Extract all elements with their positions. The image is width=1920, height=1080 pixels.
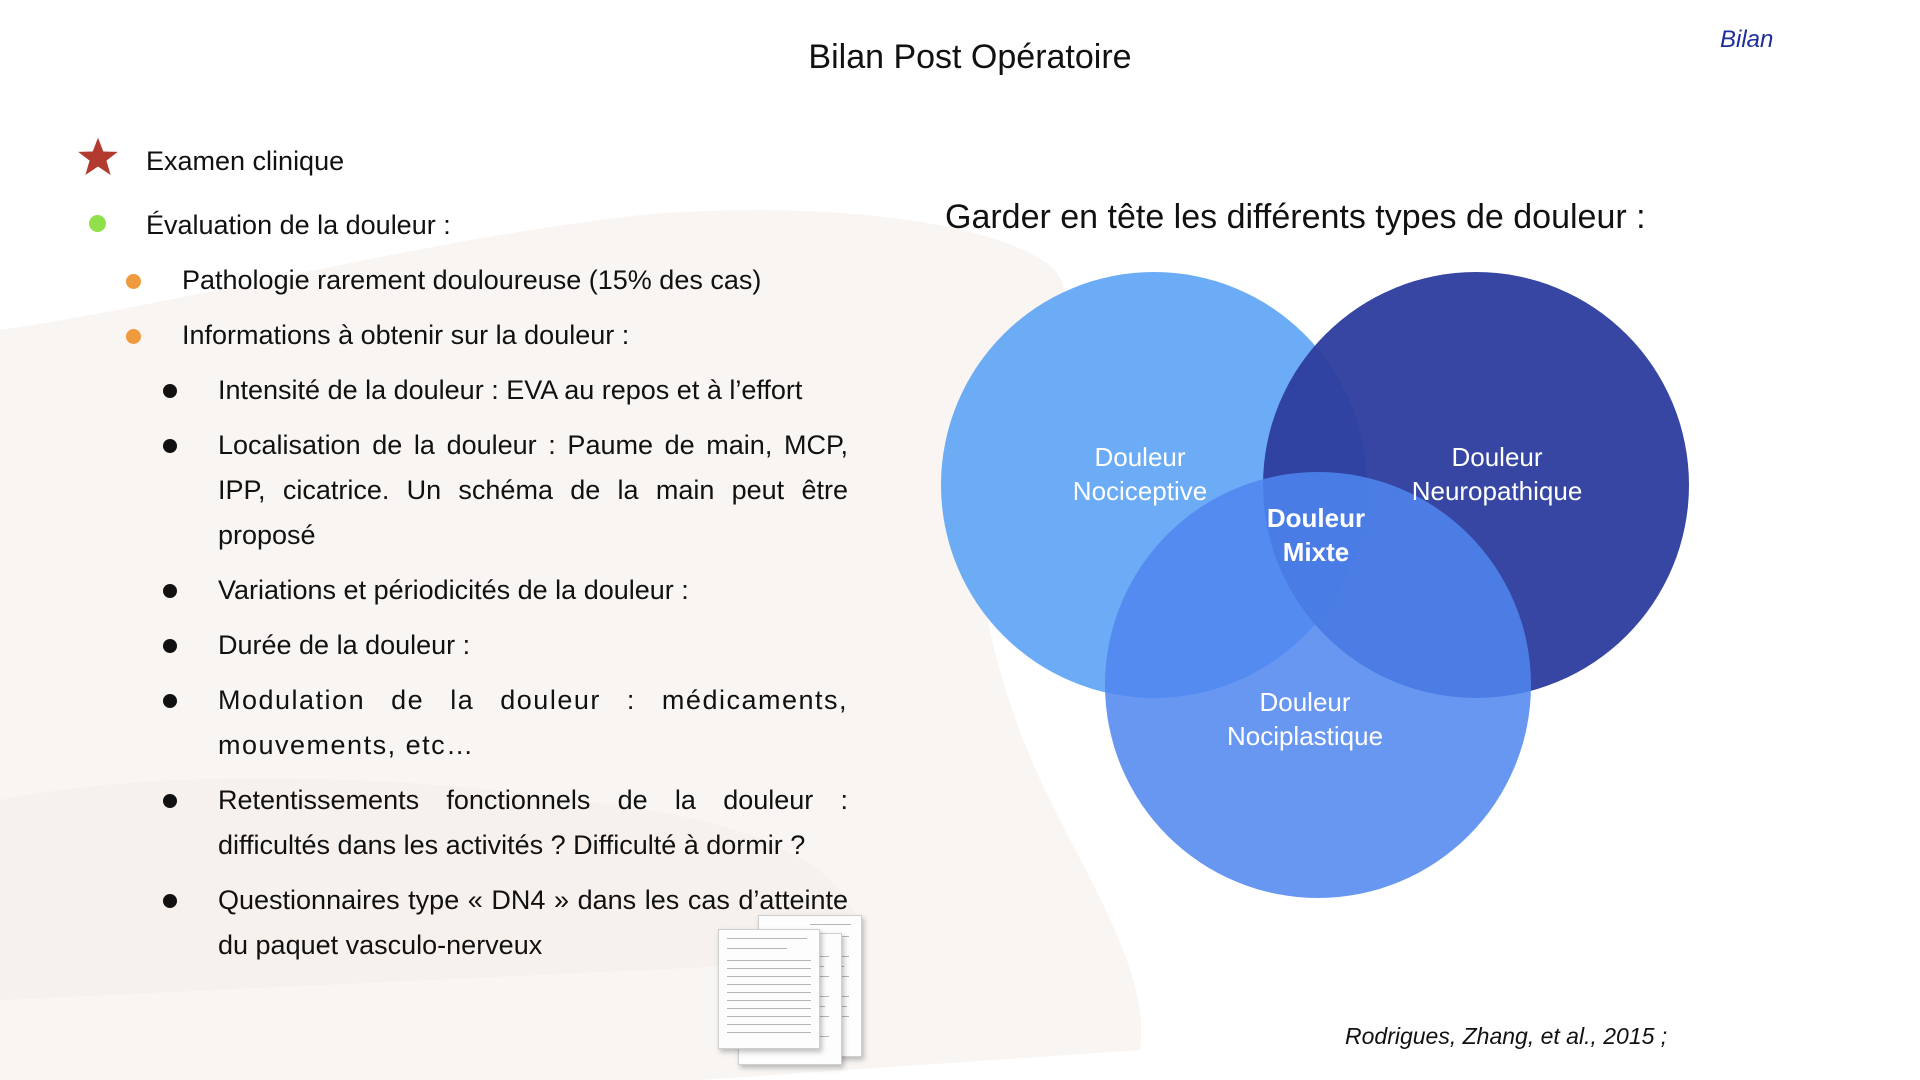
citation: Rodrigues, Zhang, et al., 2015 ; bbox=[1345, 1023, 1668, 1049]
label-nociceptive: Douleur Nociceptive bbox=[1010, 440, 1270, 508]
label-nociplastique-line1: Douleur bbox=[1259, 687, 1351, 717]
bullet-green-icon bbox=[89, 215, 106, 232]
pain-types-heading: Garder en tête les différents types de d… bbox=[945, 198, 1646, 236]
item-informations: Informations à obtenir sur la douleur : bbox=[182, 320, 630, 350]
label-mixte-line2: Mixte bbox=[1282, 537, 1350, 567]
circle-nociplastique bbox=[1105, 472, 1531, 898]
star-icon bbox=[78, 137, 118, 175]
label-neuropathique: Douleur Neuropathique bbox=[1367, 440, 1627, 508]
item-modulation: Modulation de la douleur : médicaments, … bbox=[218, 685, 848, 760]
bullet-orange-icon bbox=[126, 329, 141, 344]
item-pathologie: Pathologie rarement douloureuse (15% des… bbox=[182, 265, 762, 295]
item-localisation: Localisation de la douleur : Paume de ma… bbox=[218, 430, 848, 550]
bullet-black-icon bbox=[163, 894, 177, 908]
label-neuropathique-line2: Neuropathique bbox=[1411, 476, 1583, 506]
bullet-black-icon bbox=[163, 439, 177, 453]
bullet-black-icon bbox=[163, 384, 177, 398]
bullet-black-icon bbox=[163, 794, 177, 808]
venn-diagram-graphic bbox=[941, 272, 1689, 898]
bullet-black-icon bbox=[163, 584, 177, 598]
label-nociceptive-line2: Nociceptive bbox=[1072, 476, 1208, 506]
questionnaire-documents-image bbox=[718, 915, 868, 1075]
slide-title: Bilan Post Opératoire bbox=[808, 38, 1132, 76]
section-tag: Bilan bbox=[1720, 26, 1774, 53]
label-nociplastique: Douleur Nociplastique bbox=[1175, 685, 1435, 753]
bullet-black-icon bbox=[163, 639, 177, 653]
item-duree: Durée de la douleur : bbox=[218, 630, 471, 660]
bullet-black-icon bbox=[163, 694, 177, 708]
item-questionnaires: Questionnaires type « DN4 » dans les cas… bbox=[218, 885, 848, 960]
label-mixte-line1: Douleur bbox=[1266, 503, 1366, 533]
item-retentissements: Retentissements fonctionnels de la doule… bbox=[218, 785, 848, 860]
item-variations: Variations et périodicités de la douleur… bbox=[218, 575, 689, 605]
label-neuropathique-line1: Douleur bbox=[1451, 442, 1543, 472]
bullet-orange-icon bbox=[126, 274, 141, 289]
pain-types-venn-diagram: Douleur Nociceptive Douleur Neuropathiqu… bbox=[930, 265, 1690, 905]
label-nociceptive-line1: Douleur bbox=[1094, 442, 1186, 472]
item-evaluation-douleur: Évaluation de la douleur : bbox=[146, 210, 451, 240]
label-mixte: Douleur Mixte bbox=[1186, 501, 1446, 569]
item-intensite: Intensité de la douleur : EVA au repos e… bbox=[218, 375, 803, 405]
label-nociplastique-line2: Nociplastique bbox=[1226, 721, 1384, 751]
content-list: Examen clinique Évaluation de la douleur… bbox=[0, 0, 862, 1080]
item-examen-clinique: Examen clinique bbox=[146, 146, 345, 176]
